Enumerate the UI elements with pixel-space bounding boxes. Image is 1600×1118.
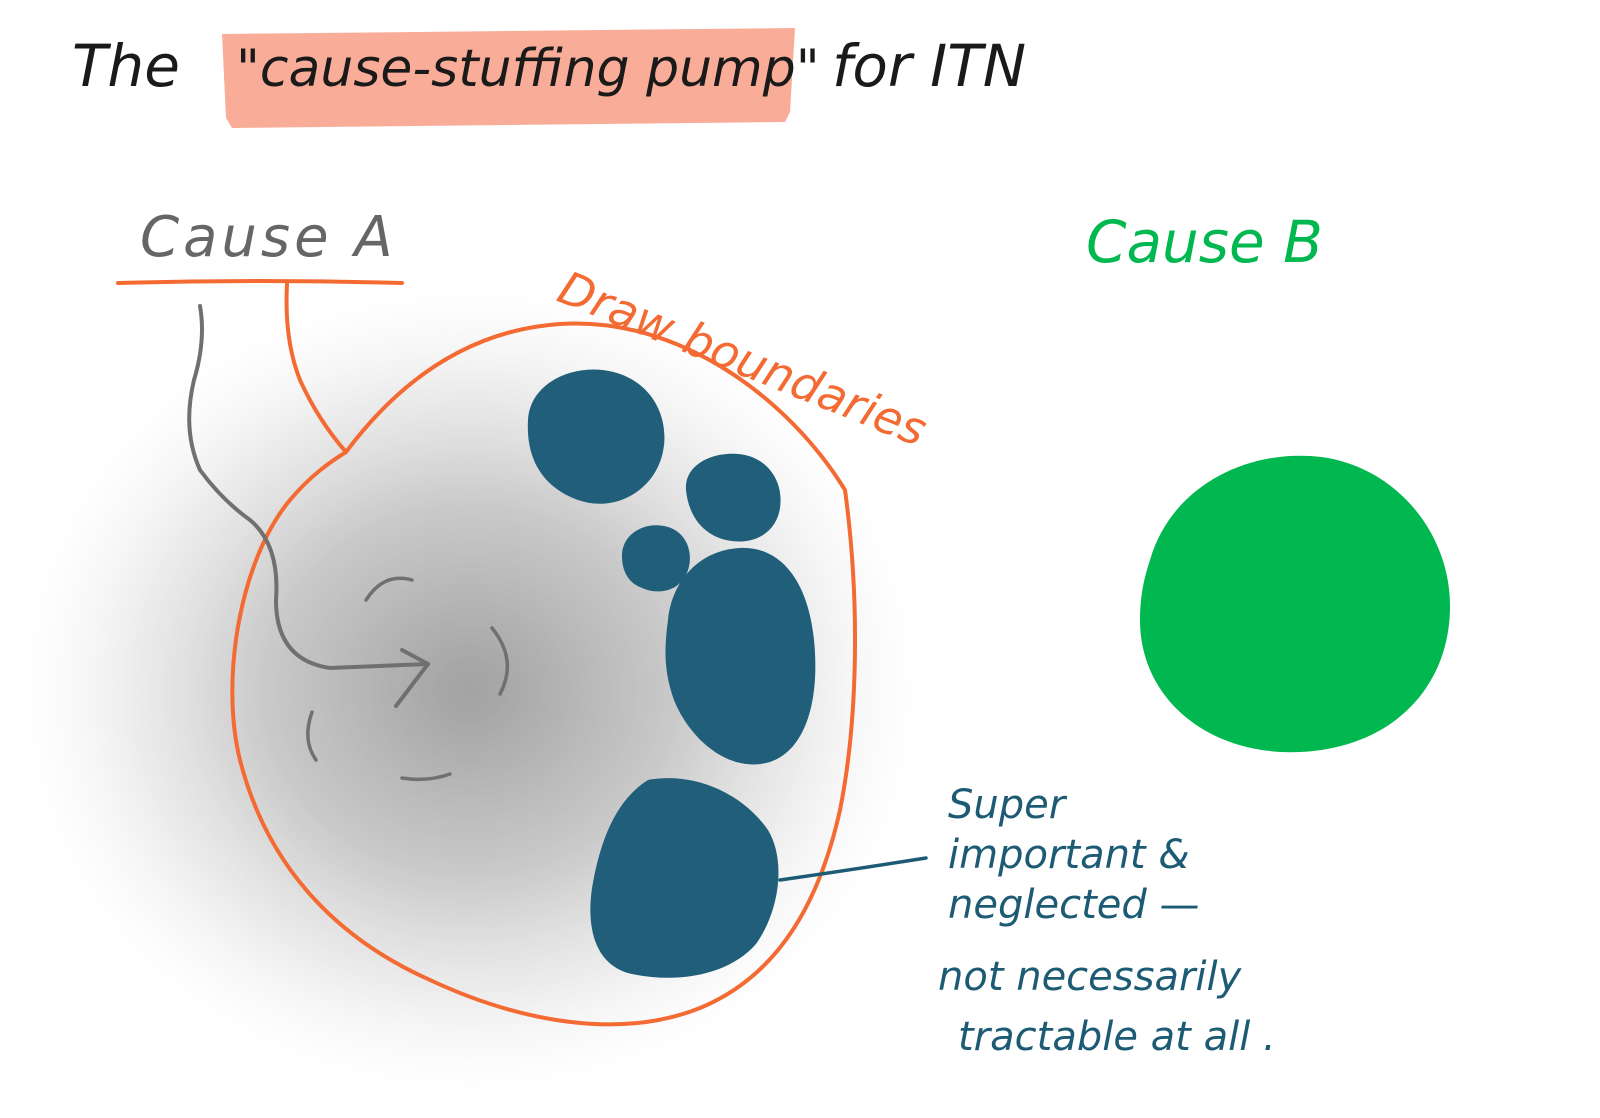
annotation-line-1: Super (948, 782, 1068, 828)
annotation-line-2: important & (948, 832, 1190, 878)
title-highlight (222, 28, 795, 128)
title-suffix: for ITN (832, 32, 1026, 100)
problem-blob (622, 525, 690, 592)
title-prefix: The (72, 32, 180, 100)
problem-blob (527, 369, 665, 504)
boundary-outline (230, 321, 858, 1027)
cause-b: Cause B (1086, 208, 1451, 753)
annotation-line-4: not necessarily (938, 954, 1243, 1000)
annotation: Super important & neglected — not necess… (938, 782, 1276, 1060)
annotation-line-5: tractable at all . (958, 1014, 1276, 1060)
cause-a-label: Cause A (140, 205, 397, 270)
neglected-problems (527, 369, 816, 978)
title: The "cause-stuffing pump" for ITN (72, 28, 1026, 128)
pump-arrow-icon (187, 304, 430, 708)
cause-b-label: Cause B (1086, 208, 1323, 276)
annotation-line-3: neglected — (948, 882, 1199, 928)
cause-b-blob (1140, 455, 1451, 753)
problem-blob (665, 547, 816, 765)
swirl-icon (306, 576, 510, 782)
problem-blob (590, 778, 779, 978)
title-highlight-text: "cause-stuffing pump" (236, 39, 820, 99)
annotation-pointer (778, 856, 928, 882)
cause-a-connector (284, 282, 348, 454)
problem-blob (685, 453, 781, 542)
cause-a: Cause A (116, 205, 404, 454)
cause-a-underline (116, 279, 404, 285)
